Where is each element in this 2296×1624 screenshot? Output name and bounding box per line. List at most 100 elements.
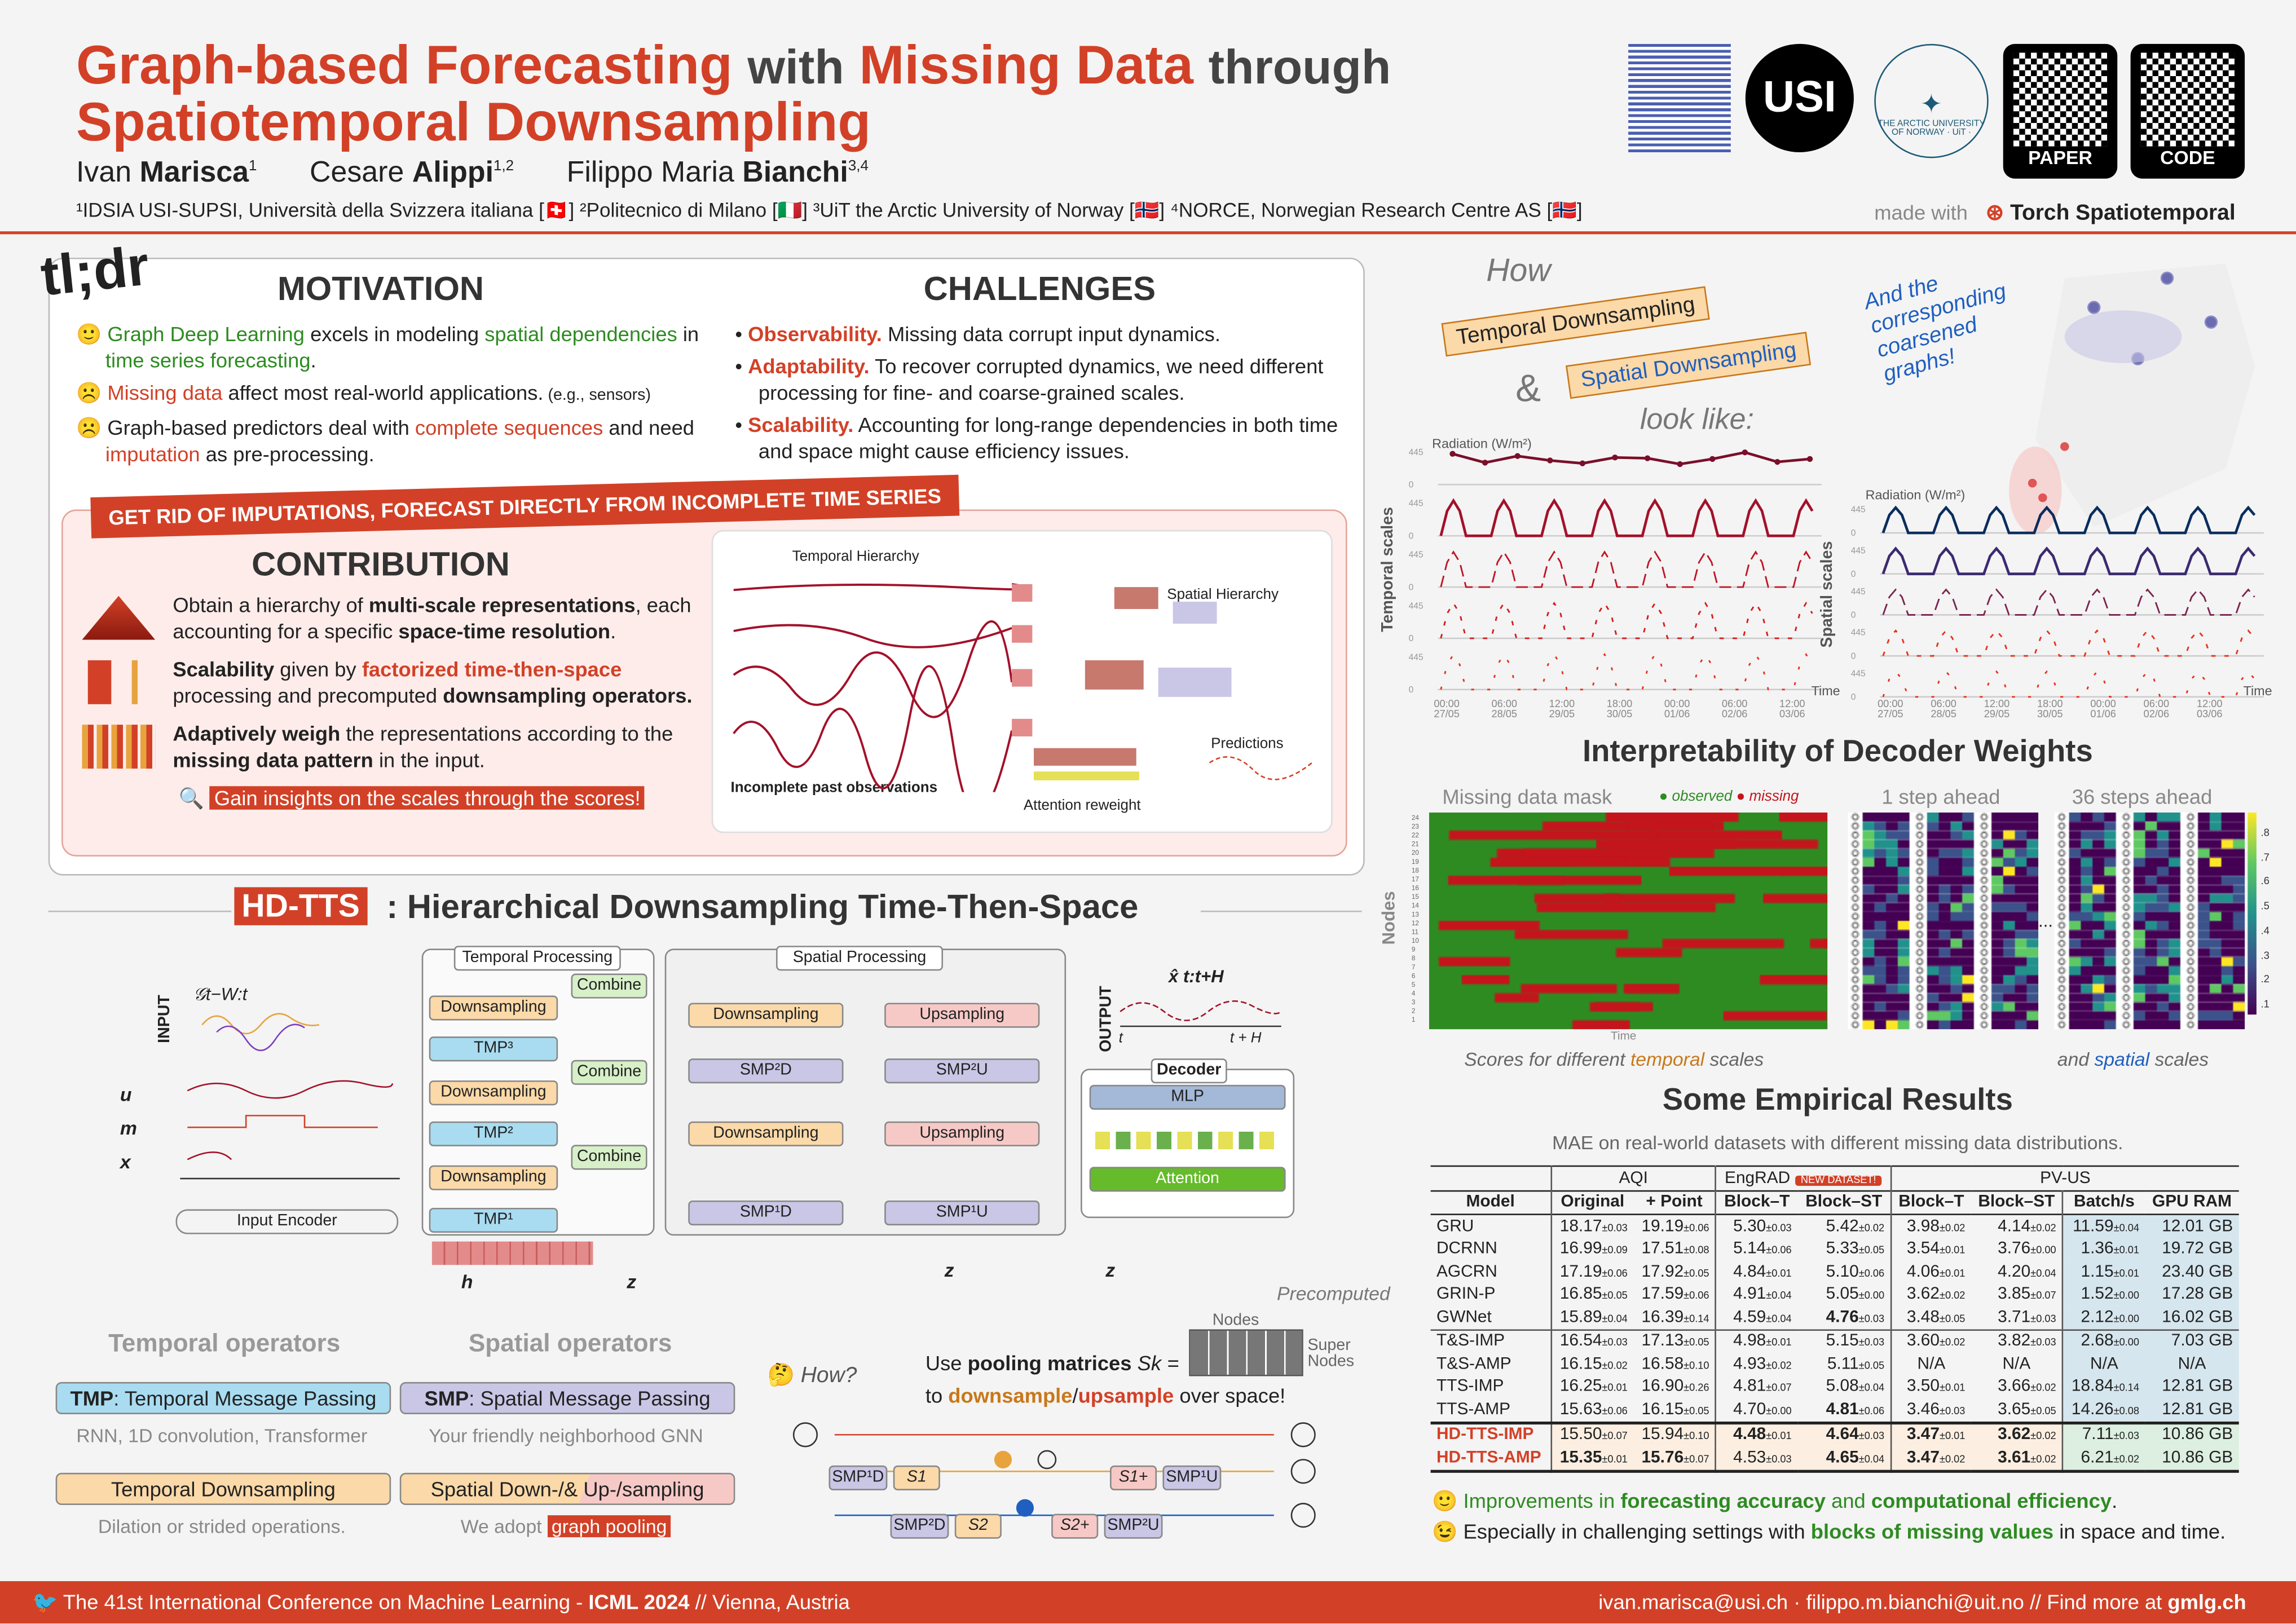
table-cell: 4.81±0.07 (1715, 1375, 1798, 1398)
t: computational efficiency (1871, 1489, 2112, 1512)
colorbar-tick: .2 (2260, 975, 2269, 986)
scale-series (1882, 588, 2255, 616)
attention-scores (1095, 1131, 1277, 1150)
downsampling-block: Downsampling (688, 1003, 844, 1028)
table-cell: 23.40 GB (2145, 1260, 2239, 1283)
y-tick: 0 (1851, 611, 1856, 620)
author-sup: 1 (249, 158, 257, 175)
data-point (1579, 460, 1586, 466)
node-tick: 17 (1411, 875, 1419, 883)
t: Scalability (173, 657, 275, 681)
h-label: h (461, 1270, 473, 1293)
t: in the input. (373, 748, 485, 772)
qr-paper[interactable]: PAPER (2003, 43, 2118, 179)
highlight: spatial dependencies (484, 322, 677, 346)
authors: Ivan Marisca1 Cesare Alippi1,2 Filippo M… (76, 157, 869, 191)
x-tick: 18:00 30/05 (2037, 700, 2063, 721)
challenge-item: • Observability. Missing data corrupt in… (735, 322, 1220, 346)
tmp-abbr: TMP (70, 1386, 114, 1410)
one-step-title: 1 step ahead (1881, 784, 2000, 809)
table-cell: 5.10±0.06 (1826, 1263, 1885, 1281)
table-cell: 4.48±0.01 (1715, 1422, 1798, 1447)
table-cell: 4.91±0.04 (1715, 1283, 1798, 1306)
group-engrad: EngRAD NEW DATASET! (1715, 1166, 1891, 1190)
column-header: Original (1550, 1190, 1634, 1215)
scale-series (1440, 601, 1813, 639)
table-cell: N/A (2002, 1355, 2031, 1373)
data-point (1449, 451, 1456, 457)
input-encoder: Input Encoder (175, 1209, 399, 1234)
model-name: HD-TTS-AMP (1436, 1449, 1541, 1467)
node-tick: 3 (1411, 998, 1416, 1006)
t: blocks of missing values (1810, 1519, 2054, 1543)
upsampling-block: Upsampling (884, 1003, 1040, 1028)
divider (1200, 910, 1362, 912)
y-tick: 0 (1409, 634, 1414, 643)
smp-sub: Your friendly neighborhood GNN (429, 1424, 703, 1447)
s2p-block: S2+ (1051, 1513, 1099, 1539)
table-cell: 5.05±0.00 (1826, 1286, 1885, 1304)
text: affect most real-world applications. (222, 381, 544, 404)
table-cell: 5.33±0.05 (1826, 1240, 1885, 1258)
highlight: complete sequences (415, 416, 603, 439)
t: given by (274, 657, 362, 681)
amp-label: & (1515, 366, 1541, 410)
gmlg-link[interactable]: gmlg.ch (2167, 1590, 2246, 1614)
table-cell: 15.89±0.04 (1550, 1305, 1634, 1330)
table-cell: 16.90±0.26 (1641, 1378, 1709, 1396)
table-cell: N/A (2145, 1352, 2239, 1376)
table-cell: 16.02 GB (2145, 1305, 2239, 1330)
downsampling-block: Downsampling (429, 995, 558, 1021)
qr-code[interactable]: CODE (2130, 43, 2245, 179)
t: Especially in challenging settings with (1463, 1519, 1811, 1543)
sp-title: Spatial Processing (776, 946, 944, 971)
title-part: through (1208, 39, 1391, 94)
table-cell: 17.51±0.08 (1641, 1240, 1709, 1258)
data-point (1742, 449, 1748, 456)
smp-abbr: SMP (424, 1386, 469, 1410)
table-cell: 10.86 GB (2145, 1446, 2239, 1471)
combine-block: Combine (571, 1145, 647, 1170)
table-cell: 7.11±0.03 (2061, 1422, 2145, 1447)
fig-label: Attention reweight (1023, 797, 1141, 814)
title-part: with (747, 39, 844, 94)
footer-right[interactable]: ivan.marisca@usi.ch · filippo.m.bianchi@… (1598, 1581, 2246, 1623)
node-tick: 11 (1411, 928, 1418, 936)
table-cell: 4.59±0.04 (1715, 1305, 1798, 1330)
group-aqi: AQI (1550, 1166, 1716, 1190)
tp-title: Temporal Processing (453, 946, 621, 971)
table-cell: 5.15±0.03 (1826, 1332, 1885, 1351)
column-header: Block–ST (1805, 1193, 1883, 1211)
table-cell: 3.65±0.05 (1998, 1401, 2056, 1419)
table-cell: 16.15±0.05 (1641, 1401, 1709, 1419)
t: pooling matrices (967, 1351, 1132, 1375)
header-divider (0, 231, 2296, 235)
contribution-title: CONTRIBUTION (252, 544, 510, 583)
table-cell: 16.85±0.05 (1550, 1283, 1634, 1306)
table-cell: 4.65±0.04 (1797, 1446, 1891, 1471)
qr-code-label: CODE (2160, 146, 2215, 169)
factorized-icon (82, 660, 155, 704)
t-label: t (1118, 1030, 1123, 1047)
table-cell: 4.81±0.06 (1826, 1401, 1885, 1419)
table-cell: 4.64±0.03 (1797, 1422, 1891, 1447)
z-label: z (944, 1259, 954, 1281)
t: downsampling operators. (443, 683, 693, 708)
colorbar-ticks: .8.7.6.5.4.3.2.1 (2261, 823, 2269, 1018)
text: in (677, 322, 699, 346)
table-cell: 4.20±0.04 (1998, 1263, 2056, 1281)
t: // Vienna, Austria (689, 1590, 850, 1614)
table-cell: 16.54±0.03 (1550, 1329, 1634, 1353)
title-line-1: Graph-based Forecasting with Missing Dat… (76, 37, 1391, 95)
scale-series (1440, 652, 1813, 691)
smp-box: SMP: Spatial Message Passing (399, 1382, 735, 1415)
model-name: T&S-AMP (1436, 1355, 1511, 1373)
node-tick: 23 (1411, 823, 1419, 831)
smp2u-block: SMP²U (884, 1058, 1040, 1084)
table-cell: 5.14±0.06 (1715, 1238, 1798, 1261)
pool-text-1: Use pooling matrices Sk = (926, 1350, 1179, 1376)
attention-block: Attention (1089, 1167, 1286, 1192)
